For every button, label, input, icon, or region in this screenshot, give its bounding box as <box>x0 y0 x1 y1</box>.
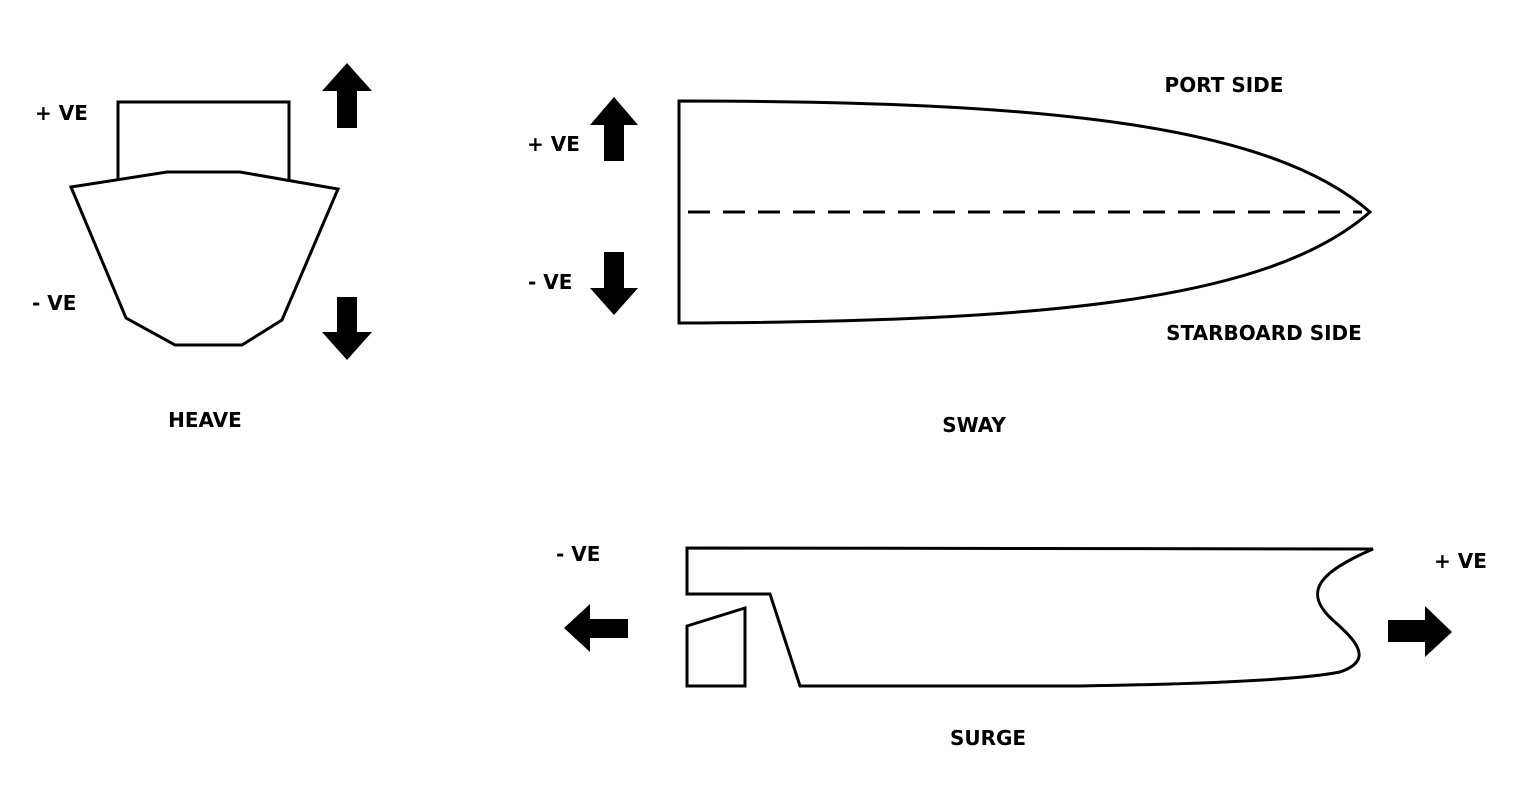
heave-title: HEAVE <box>168 408 242 432</box>
sway-negative-label: - VE <box>528 270 572 294</box>
sway-starboard-label: STARBOARD SIDE <box>1166 321 1362 345</box>
sway-diagram: + VE - VE PORT SIDE STARBOARD SIDE SWAY <box>527 73 1373 437</box>
heave-negative-label: - VE <box>32 291 76 315</box>
sway-hull-plan <box>677 99 1373 325</box>
surge-left-arrow-icon <box>564 604 628 652</box>
surge-rudder <box>685 605 747 688</box>
heave-hull-section <box>68 170 341 347</box>
heave-positive-label: + VE <box>35 101 88 125</box>
heave-up-arrow-icon <box>322 63 372 128</box>
surge-right-arrow-icon <box>1388 606 1452 657</box>
sway-down-arrow-icon <box>590 252 638 315</box>
sway-port-label: PORT SIDE <box>1165 73 1284 97</box>
heave-down-arrow-icon <box>322 297 372 360</box>
heave-superstructure <box>116 100 291 181</box>
surge-positive-label: + VE <box>1434 549 1487 573</box>
surge-negative-label: - VE <box>556 542 600 566</box>
surge-diagram: - VE + VE SURGE <box>556 542 1487 750</box>
sway-title: SWAY <box>942 413 1006 437</box>
sway-positive-label: + VE <box>527 132 580 156</box>
heave-diagram: + VE - VE HEAVE <box>32 63 372 432</box>
sway-up-arrow-icon <box>590 97 638 161</box>
surge-hull-profile <box>685 546 1374 688</box>
surge-title: SURGE <box>950 726 1026 750</box>
